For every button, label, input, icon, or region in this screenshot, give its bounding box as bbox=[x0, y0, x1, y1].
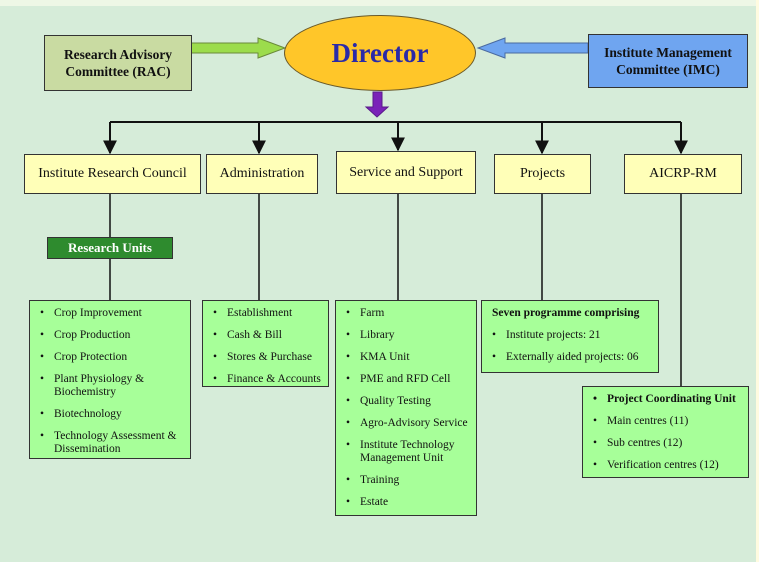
branch-aicrp-label: AICRP-RM bbox=[649, 166, 717, 181]
research-units-box: Research Units bbox=[47, 237, 173, 259]
list-item: Agro-Advisory Service bbox=[346, 417, 470, 430]
list-item: Cash & Bill bbox=[213, 329, 322, 342]
research-list: Crop Improvement Crop Production Crop Pr… bbox=[29, 300, 191, 459]
projects-title: Seven programme comprising bbox=[492, 307, 640, 319]
list-item: Institute Technology Management Unit bbox=[346, 439, 470, 465]
aicrp-list: Project Coordinating Unit Main centres (… bbox=[582, 386, 749, 478]
list-item: Externally aided projects: 06 bbox=[492, 351, 652, 364]
branch-irc-label: Institute Research Council bbox=[38, 166, 187, 181]
rac-arrow bbox=[190, 37, 287, 59]
projects-list: Seven programme comprising Institute pro… bbox=[481, 300, 659, 373]
list-item: Plant Physiology & Biochemistry bbox=[40, 373, 184, 399]
list-item: Verification centres (12) bbox=[593, 459, 742, 472]
list-item: KMA Unit bbox=[346, 351, 470, 364]
list-item: Crop Production bbox=[40, 329, 184, 342]
list-item: Technology Assessment & Dissemination bbox=[40, 430, 184, 456]
list-item: Establishment bbox=[213, 307, 322, 320]
branch-aicrp: AICRP-RM bbox=[624, 154, 742, 194]
rac-label: Research Advisory Committee (RAC) bbox=[63, 47, 173, 79]
list-item: Crop Protection bbox=[40, 351, 184, 364]
imc-arrow bbox=[476, 37, 589, 59]
imc-label: Institute Management Committee (IMC) bbox=[604, 45, 732, 77]
list-item: Main centres (11) bbox=[593, 415, 742, 428]
top-strip bbox=[0, 0, 756, 6]
research-units-label: Research Units bbox=[68, 240, 152, 255]
list-item: Library bbox=[346, 329, 470, 342]
list-item: Sub centres (12) bbox=[593, 437, 742, 450]
director-node: Director bbox=[284, 15, 476, 91]
branch-admin-label: Administration bbox=[219, 166, 305, 181]
list-item: PME and RFD Cell bbox=[346, 373, 470, 386]
list-item: Quality Testing bbox=[346, 395, 470, 408]
list-item: Finance & Accounts bbox=[213, 373, 322, 386]
branch-service-label: Service and Support bbox=[349, 164, 463, 180]
branch-service: Service and Support bbox=[336, 151, 476, 194]
branch-projects-label: Projects bbox=[519, 166, 566, 181]
list-item: Estate bbox=[346, 496, 470, 509]
rac-box: Research Advisory Committee (RAC) bbox=[44, 35, 192, 91]
list-item: Institute projects: 21 bbox=[492, 329, 652, 342]
branch-projects: Projects bbox=[494, 154, 591, 194]
admin-list: Establishment Cash & Bill Stores & Purch… bbox=[202, 300, 329, 387]
branch-admin: Administration bbox=[206, 154, 318, 194]
director-label: Director bbox=[331, 37, 429, 68]
imc-box: Institute Management Committee (IMC) bbox=[588, 34, 748, 88]
service-list: Farm Library KMA Unit PME and RFD Cell Q… bbox=[335, 300, 477, 516]
list-item: Biotechnology bbox=[40, 408, 184, 421]
director-down-arrow bbox=[364, 91, 390, 118]
aicrp-title: Project Coordinating Unit bbox=[593, 393, 742, 406]
list-item: Training bbox=[346, 474, 470, 487]
list-item: Farm bbox=[346, 307, 470, 320]
list-item: Stores & Purchase bbox=[213, 351, 322, 364]
list-item: Crop Improvement bbox=[40, 307, 184, 320]
branch-irc: Institute Research Council bbox=[24, 154, 201, 194]
